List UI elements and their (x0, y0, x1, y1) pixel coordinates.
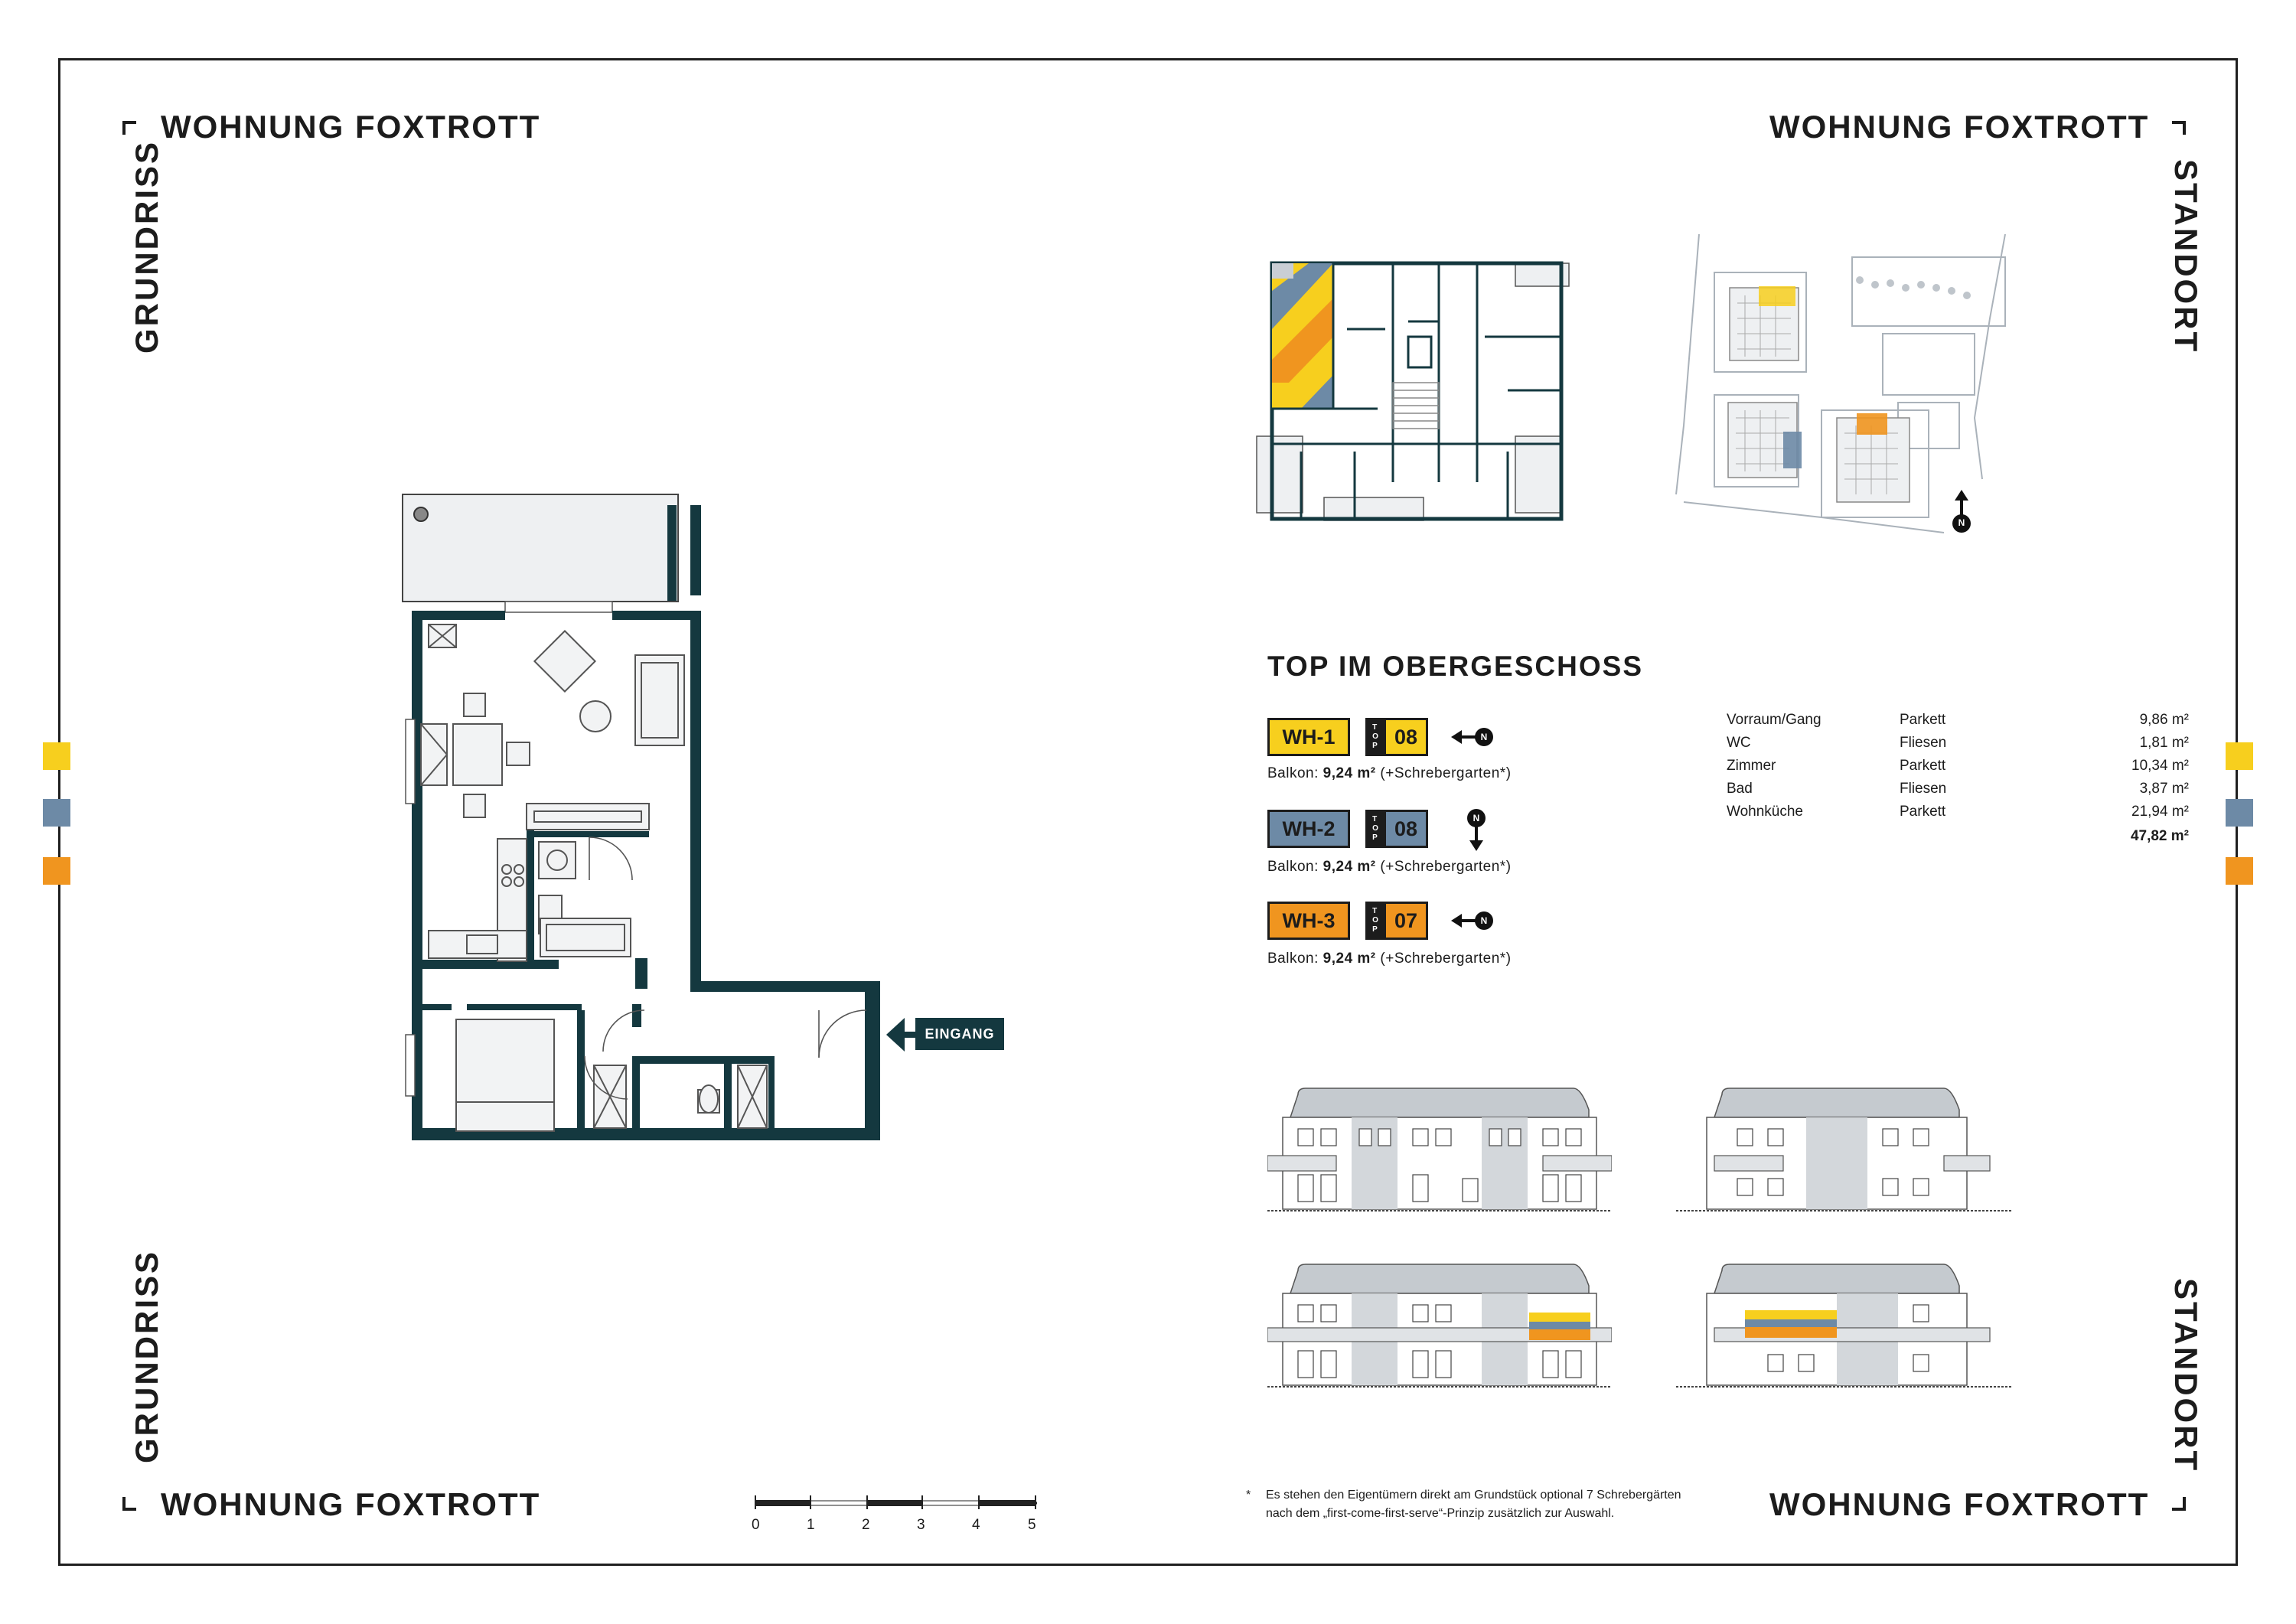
room-area: 21,94 m² (2131, 804, 2189, 820)
elevation-4 (1676, 1264, 2013, 1388)
scale-label-3: 3 (917, 1517, 925, 1533)
room-area: 1,81 m² (2139, 735, 2189, 751)
svg-text:N: N (1481, 732, 1488, 742)
color-marker-yellow-right (2226, 742, 2253, 770)
side-label-right-bottom: STANDORT (2168, 1278, 2204, 1473)
corner-mark-tl (122, 121, 136, 135)
wh-badge-1: WH-1 (1267, 718, 1350, 756)
side-label-left-top: GRUNDRISS (129, 139, 165, 354)
title-top-left: WOHNUNG FOXTROTT (161, 109, 541, 145)
title-top-right: WOHNUNG FOXTROTT (1769, 109, 2150, 145)
room-floor: Parkett (1900, 712, 1946, 728)
corner-mark-bl (122, 1497, 136, 1511)
svg-text:N: N (1481, 915, 1488, 926)
top-number-2: 08 (1384, 810, 1428, 848)
corner-mark-tr (2172, 121, 2186, 135)
entrance-label: EINGANG (915, 1018, 1004, 1050)
wh-badge-3: WH-3 (1267, 902, 1350, 940)
side-label-right-top: STANDORT (2168, 159, 2204, 354)
total-area: 47,82 m² (2130, 828, 2189, 844)
room-name: Vorraum/Gang (1727, 712, 1821, 728)
balkon-line-2: Balkon: 9,24 m² (+Schrebergarten*) (1267, 859, 1512, 875)
compass-south-icon-2: N (1467, 809, 1486, 851)
elevation-3 (1267, 1264, 1612, 1388)
room-area: 10,34 m² (2131, 758, 2189, 774)
floor-key-plan (1256, 261, 1592, 521)
room-name: WC (1727, 735, 1751, 751)
compass-west-icon-3: N (1451, 911, 1493, 930)
side-label-left-bottom: GRUNDRISS (129, 1249, 165, 1463)
room-name: Bad (1727, 781, 1753, 797)
color-marker-blue-left (43, 799, 70, 827)
scale-label-1: 1 (807, 1517, 815, 1533)
section-heading: TOP IM OBERGESCHOSS (1267, 651, 1643, 682)
scale-label-5: 5 (1028, 1517, 1036, 1533)
floor-plan (402, 494, 880, 1140)
footnote-line-1: Es stehen den Eigentümern direkt am Grun… (1266, 1489, 1681, 1502)
room-floor: Fliesen (1900, 781, 1947, 797)
compass-west-icon-1: N (1451, 728, 1493, 746)
elevation-2 (1676, 1088, 2013, 1211)
footnote-marker: * (1246, 1489, 1251, 1502)
site-plan (1675, 233, 2006, 533)
room-floor: Parkett (1900, 758, 1946, 774)
room-floor: Fliesen (1900, 735, 1947, 751)
color-marker-blue-right (2226, 799, 2253, 827)
room-floor: Parkett (1900, 804, 1946, 820)
room-area: 3,87 m² (2139, 781, 2189, 797)
site-north-label: N (1958, 517, 1965, 528)
elevation-1 (1267, 1088, 1612, 1211)
entrance-arrow-icon (886, 1018, 917, 1052)
wh-badge-2: WH-2 (1267, 810, 1350, 848)
top-number-1: 08 (1384, 718, 1428, 756)
color-marker-yellow-left (43, 742, 70, 770)
title-bottom-left: WOHNUNG FOXTROTT (161, 1486, 541, 1522)
room-name: Wohnküche (1727, 804, 1803, 820)
svg-text:N: N (1473, 813, 1480, 823)
room-area: 9,86 m² (2139, 712, 2189, 728)
scale-label-2: 2 (862, 1517, 870, 1533)
top-number-3: 07 (1384, 902, 1428, 940)
title-bottom-right: WOHNUNG FOXTROTT (1769, 1486, 2150, 1522)
balkon-line-1: Balkon: 9,24 m² (+Schrebergarten*) (1267, 765, 1512, 781)
site-north-arrow-icon (1952, 490, 1971, 533)
footnote-line-2: nach dem „first-come-first-serve“-Prinzi… (1266, 1507, 1615, 1520)
room-name: Zimmer (1727, 758, 1776, 774)
color-marker-orange-left (43, 857, 70, 885)
scale-bar (755, 1495, 1037, 1509)
color-marker-orange-right (2226, 857, 2253, 885)
balkon-line-3: Balkon: 9,24 m² (+Schrebergarten*) (1267, 951, 1512, 967)
scale-label-0: 0 (752, 1517, 760, 1533)
corner-mark-br (2172, 1497, 2186, 1511)
scale-label-4: 4 (972, 1517, 980, 1533)
